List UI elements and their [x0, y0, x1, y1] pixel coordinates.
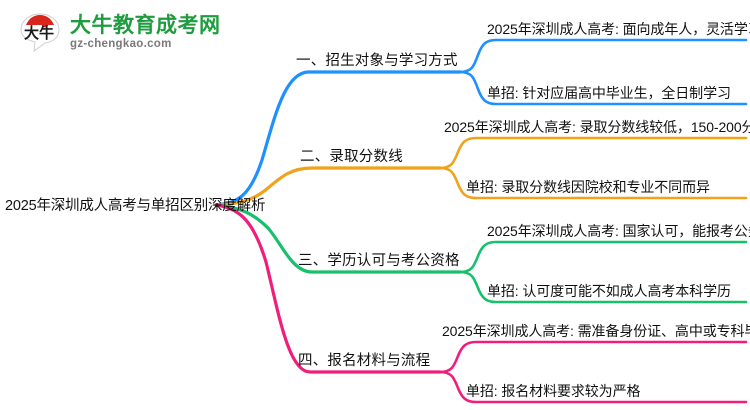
branch-connector-4 — [214, 203, 748, 404]
logo-name-cn: 大牛教育成考网 — [70, 14, 221, 38]
branch-connector-1 — [214, 38, 748, 207]
leaf-curve-2-2 — [438, 166, 748, 200]
branch-label-3[interactable]: 三、学历认可与考公资格 — [298, 253, 460, 269]
leaf-curve-3-2 — [458, 270, 748, 304]
svg-text:大牛: 大牛 — [24, 24, 54, 42]
mindmap-root-node[interactable]: 2025年深圳成人高考与单招区别深度解析 — [5, 198, 266, 214]
logo-mark-icon: 大牛 — [18, 11, 62, 55]
site-logo: 大牛 大牛教育成考网 gz-chengkao.com — [18, 9, 248, 57]
branch-curve-3 — [214, 203, 462, 274]
leaf-curve-3-1 — [458, 240, 748, 274]
leaf-label-3-2[interactable]: 单招: 认可度可能不如成人高考本科学历 — [487, 283, 731, 299]
branch-curve-2 — [214, 166, 442, 207]
leaf-label-2-1[interactable]: 2025年深圳成人高考: 录取分数线较低，150-200分 — [444, 119, 750, 135]
leaf-curve-1-2 — [458, 70, 748, 106]
leaf-curve-4-1 — [438, 340, 748, 374]
branch-curve-4 — [214, 203, 442, 374]
leaf-label-1-1[interactable]: 2025年深圳成人高考: 面向成年人，灵活学习方式 — [487, 21, 750, 37]
leaf-label-3-1[interactable]: 2025年深圳成人高考: 国家认可，能报考公务员 — [487, 223, 750, 239]
leaf-label-2-2[interactable]: 单招: 录取分数线因院校和专业不同而异 — [466, 179, 710, 195]
branch-connector-3 — [214, 203, 748, 304]
branch-curve-1 — [214, 70, 462, 207]
leaf-curve-2-1 — [438, 136, 748, 170]
logo-text: 大牛教育成考网 gz-chengkao.com — [70, 15, 221, 51]
leaf-label-4-1[interactable]: 2025年深圳成人高考: 需准备身份证、高中或专科毕业证 — [442, 323, 750, 339]
branch-label-1[interactable]: 一、招生对象与学习方式 — [296, 53, 458, 69]
branch-label-4[interactable]: 四、报名材料与流程 — [298, 353, 431, 369]
leaf-label-4-2[interactable]: 单招: 报名材料要求较为严格 — [466, 383, 641, 399]
branch-label-2[interactable]: 二、录取分数线 — [300, 149, 403, 165]
leaf-label-1-2[interactable]: 单招: 针对应届高中毕业生，全日制学习 — [487, 85, 731, 101]
leaf-curve-4-2 — [438, 370, 748, 404]
leaf-curve-1-1 — [458, 38, 748, 74]
logo-name-en: gz-chengkao.com — [70, 38, 172, 51]
branch-connector-2 — [214, 136, 748, 207]
